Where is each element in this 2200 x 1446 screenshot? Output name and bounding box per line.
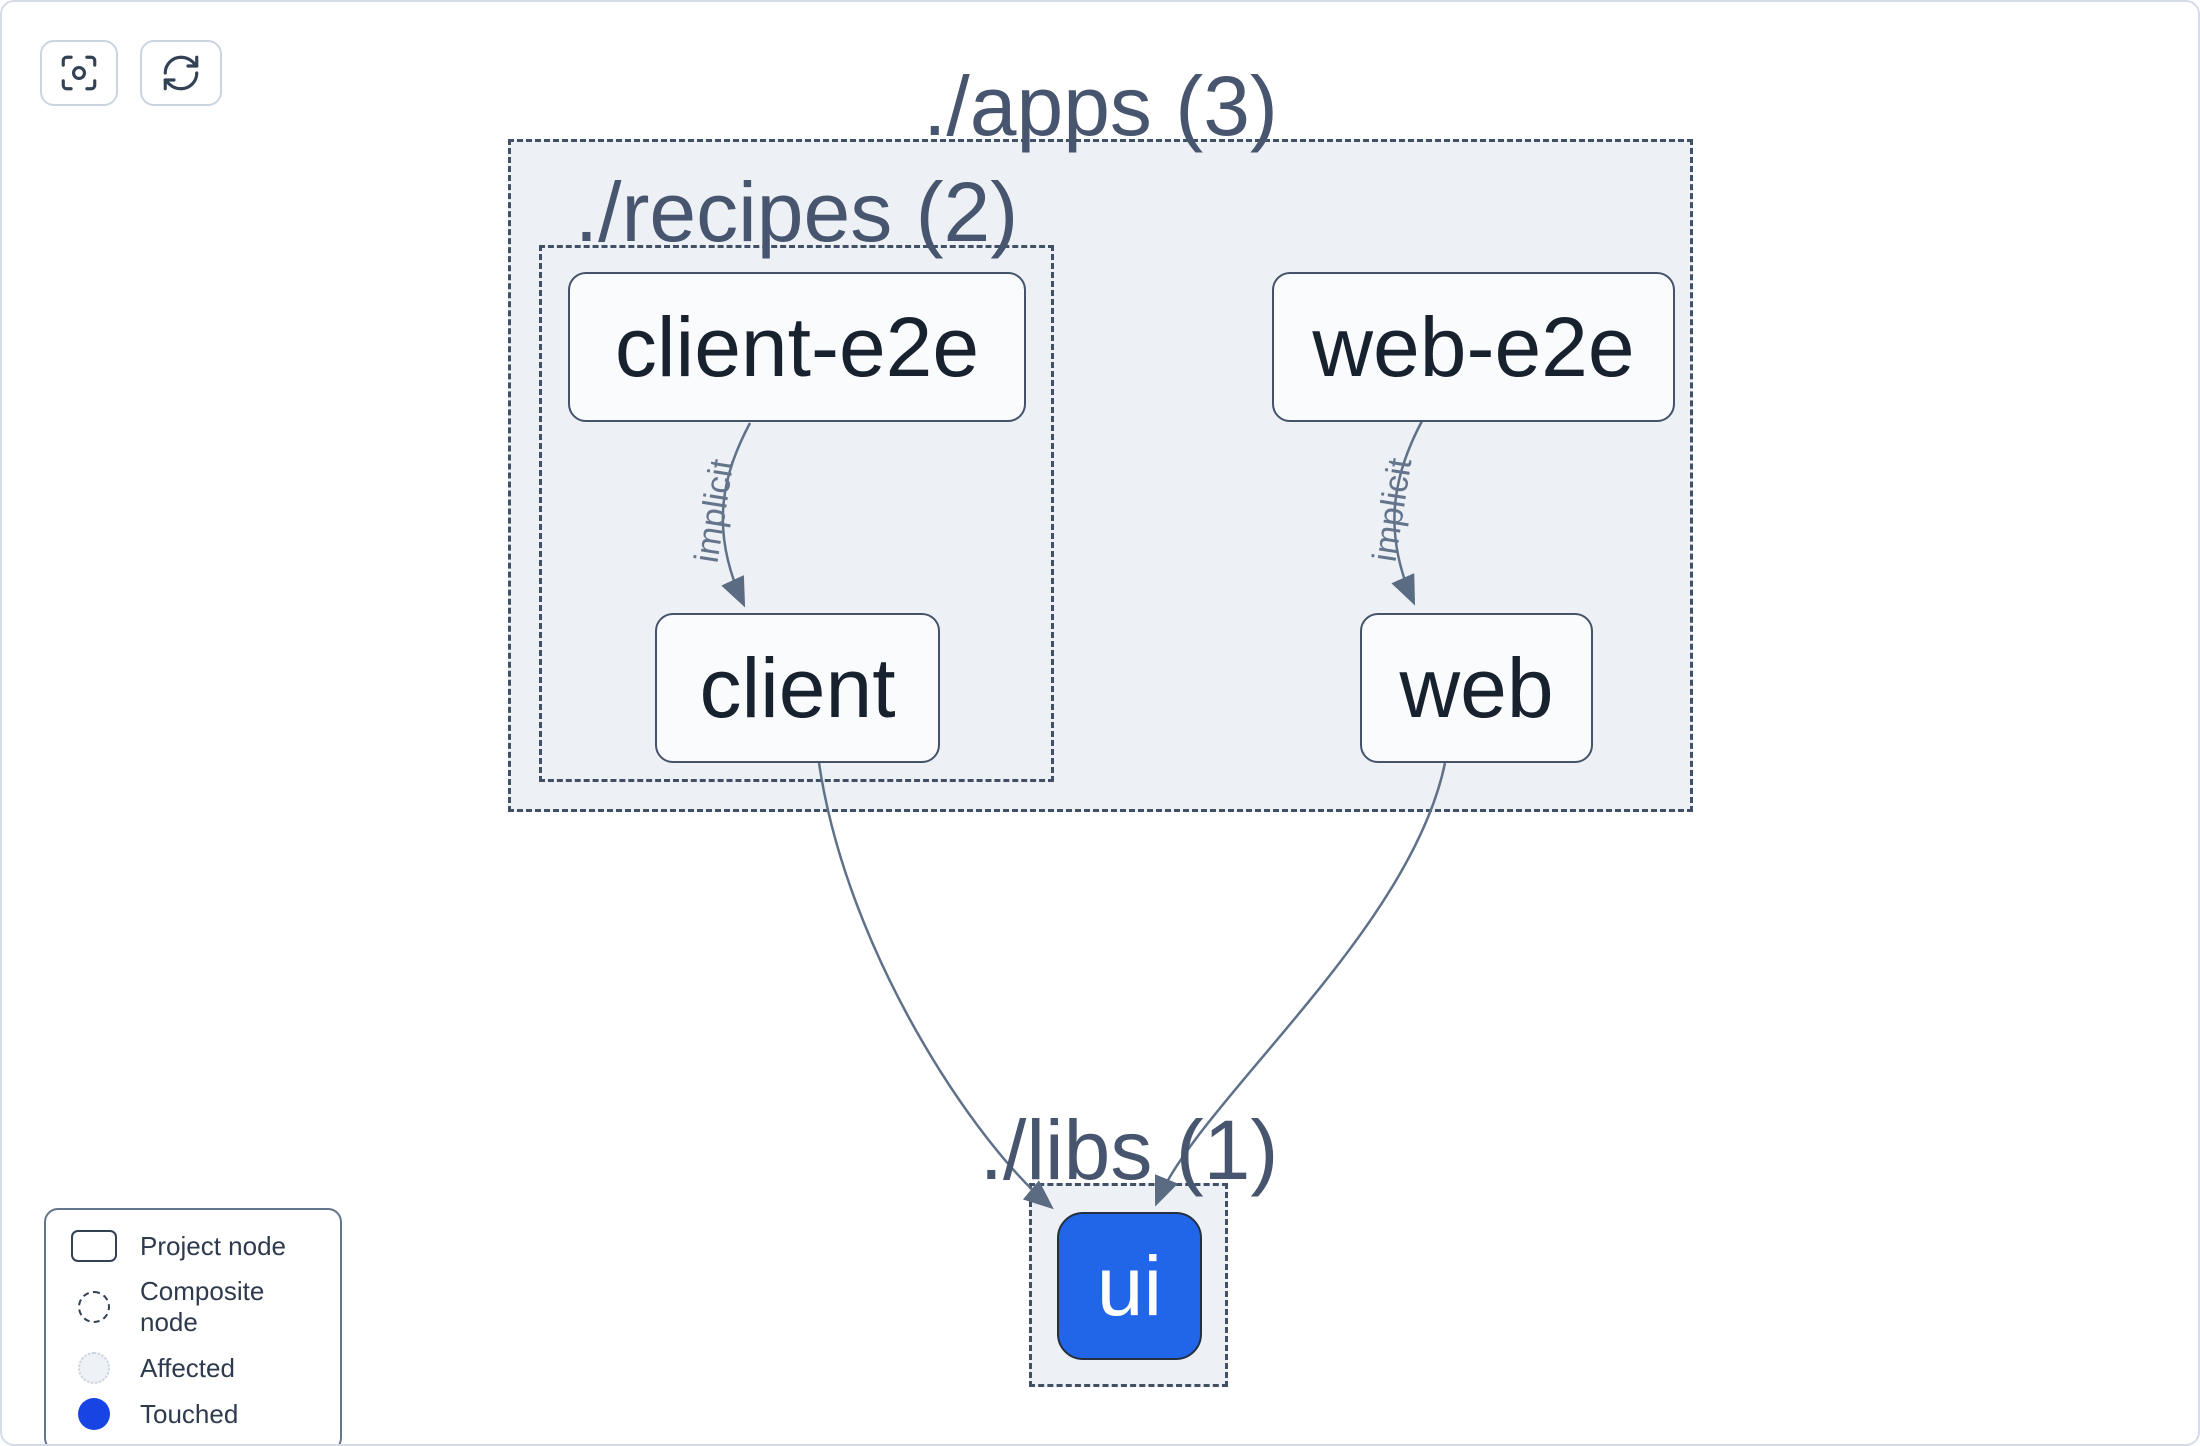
group-label-apps[interactable]: ./apps (3) (923, 59, 1278, 153)
legend-item-project-node: Project node (70, 1230, 316, 1262)
edge-client-e2e-to-client (721, 422, 752, 608)
project-node-ui-touched[interactable]: ui (1057, 1212, 1202, 1360)
edge-client-to-ui (817, 762, 1054, 1210)
legend-label: Touched (140, 1398, 239, 1429)
legend-label: Composite node (140, 1276, 265, 1337)
legend-label: Project node (140, 1230, 286, 1261)
refresh-icon (163, 55, 199, 91)
refresh-graph-button[interactable] (140, 40, 222, 106)
legend-label: Affected (140, 1352, 235, 1383)
group-label-recipes[interactable]: ./recipes (2) (574, 165, 1019, 259)
touched-swatch (78, 1398, 110, 1430)
legend-item-affected: Affected (70, 1352, 316, 1384)
project-node-web[interactable]: web (1360, 613, 1593, 763)
edge-web-e2e-to-web (1391, 420, 1424, 606)
focus-icon (61, 55, 97, 91)
legend-item-composite-node: Composite node (70, 1276, 316, 1338)
edge-web-to-ui (1154, 762, 1447, 1207)
affected-swatch (78, 1352, 110, 1384)
legend-item-touched: Touched (70, 1398, 316, 1430)
project-node-swatch (71, 1230, 117, 1262)
project-node-client[interactable]: client (655, 613, 940, 763)
composite-node-swatch (78, 1291, 110, 1323)
group-label-libs[interactable]: ./libs (1) (979, 1103, 1279, 1197)
project-node-client-e2e[interactable]: client-e2e (568, 272, 1026, 422)
legend: Project node Composite node Affected Tou… (44, 1208, 342, 1444)
project-node-web-e2e[interactable]: web-e2e (1272, 272, 1675, 422)
zoom-to-fit-button[interactable] (40, 40, 118, 106)
